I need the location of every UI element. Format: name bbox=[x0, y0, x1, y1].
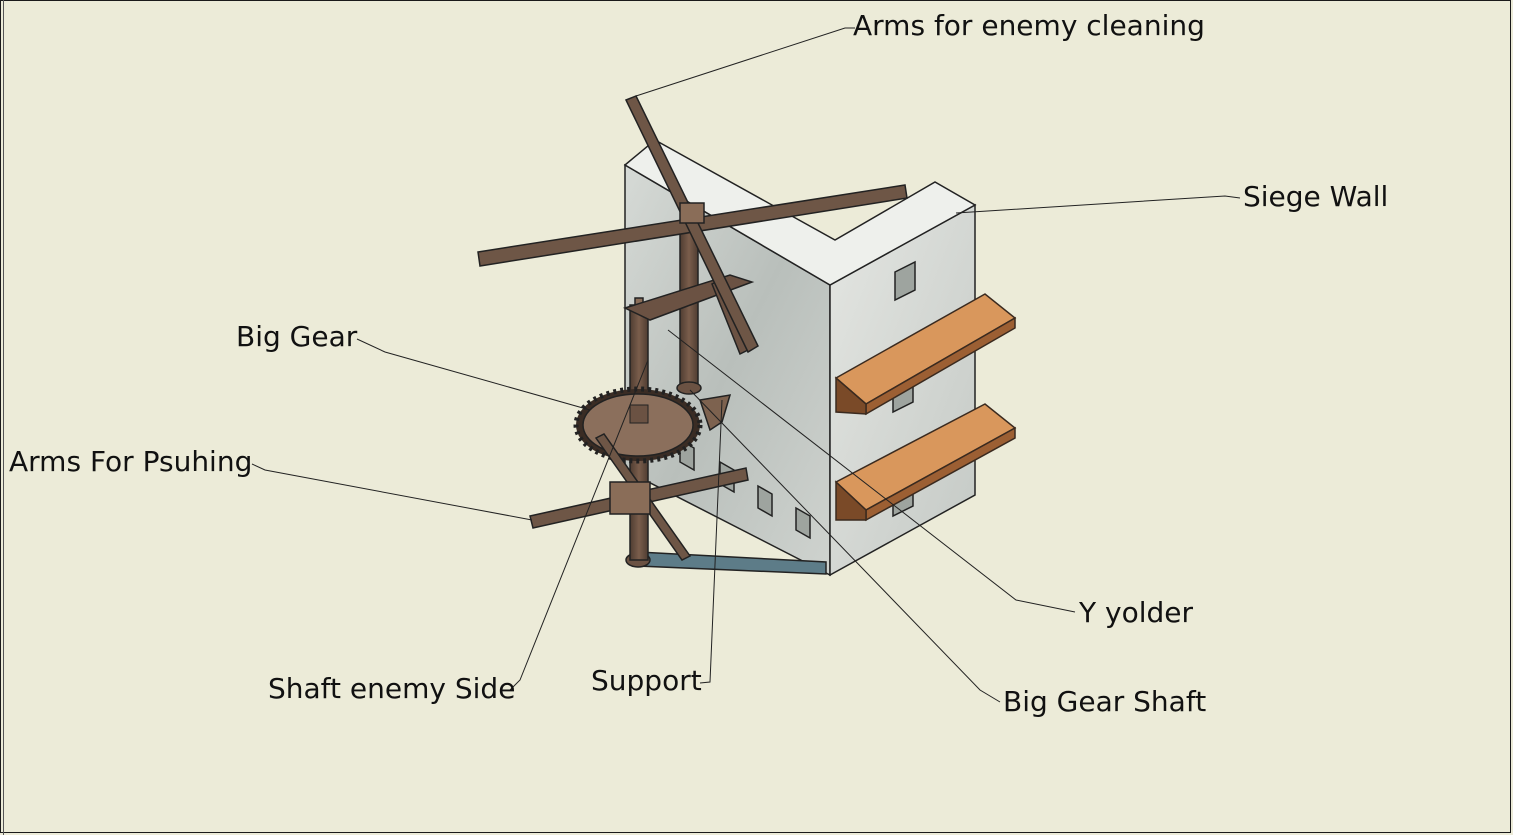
label-arms-cleaning: Arms for enemy cleaning bbox=[853, 9, 1205, 42]
label-big-gear-shaft: Big Gear Shaft bbox=[1003, 685, 1207, 718]
label-support: Support bbox=[591, 664, 702, 697]
pushing-arms-shape bbox=[529, 433, 749, 561]
leader-y-holder bbox=[667, 329, 1076, 613]
label-siege-wall: Siege Wall bbox=[1243, 180, 1389, 213]
wall-planks bbox=[834, 293, 1017, 522]
cleaning-arms-shape bbox=[477, 95, 908, 354]
label-shaft-enemy-side: Shaft enemy Side bbox=[268, 672, 516, 705]
leader-shaft-enemy bbox=[509, 359, 649, 691]
big-gear-shape bbox=[573, 386, 703, 464]
leader-arms-pushing bbox=[251, 463, 533, 521]
leader-big-gear-shaft bbox=[689, 389, 1001, 703]
label-y-holder: Y yolder bbox=[1079, 596, 1193, 629]
canvas-left-edge bbox=[3, 0, 4, 835]
leader-siege-wall bbox=[955, 195, 1241, 214]
label-big-gear: Big Gear bbox=[236, 320, 358, 353]
leader-arms-cleaning bbox=[635, 27, 855, 97]
leader-lines bbox=[251, 27, 1241, 703]
leader-big-gear bbox=[356, 338, 591, 411]
label-arms-pushing: Arms For Psuhing bbox=[9, 445, 253, 478]
leader-support bbox=[699, 399, 723, 684]
